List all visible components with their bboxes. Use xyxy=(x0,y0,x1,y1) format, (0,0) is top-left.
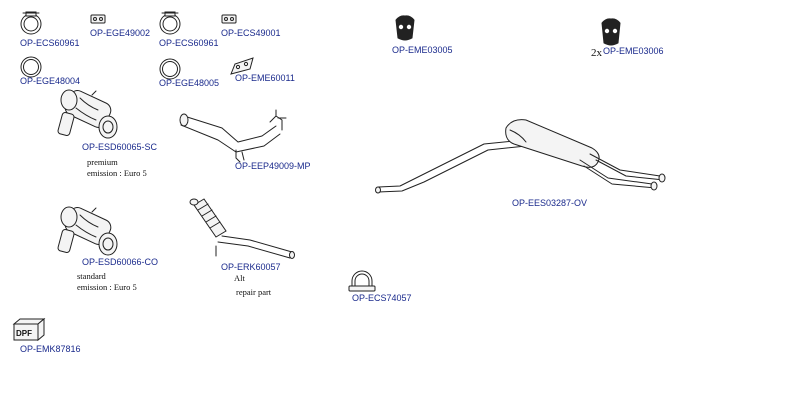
part-note-standard: standard xyxy=(77,271,106,281)
ring-gasket-icon xyxy=(20,56,42,78)
part-code-ege48005[interactable]: OP-EGE48005 xyxy=(159,78,220,88)
clamp-ring-icon xyxy=(20,11,42,35)
clamp-ring-icon xyxy=(159,11,181,35)
part-code-eep49009[interactable]: OP-EEP49009-MP xyxy=(235,161,311,171)
part-code-emk87816[interactable]: OP-EMK87816 xyxy=(20,344,81,354)
part-note-alt: Alt xyxy=(234,273,245,283)
dpf-catalyst-icon xyxy=(57,206,118,256)
gasket-plate-icon xyxy=(90,14,106,24)
part-note-premium: premium xyxy=(87,157,118,167)
u-clamp-icon xyxy=(348,270,376,292)
part-note-emission-premium: emission : Euro 5 xyxy=(87,168,147,178)
dpf-catalyst-icon xyxy=(57,89,118,139)
part-code-eme03005[interactable]: OP-EME03005 xyxy=(392,45,453,55)
rubber-hanger-icon xyxy=(601,18,621,46)
part-code-esd60066[interactable]: OP-ESD60066-CO xyxy=(82,257,159,267)
part-code-ege48004[interactable]: OP-EGE48004 xyxy=(20,76,81,86)
part-code-ecs49001[interactable]: OP-ECS49001 xyxy=(221,28,281,38)
flex-pipe-icon xyxy=(189,198,295,259)
part-code-ees03287[interactable]: OP-EES03287-OV xyxy=(512,198,588,208)
dpf-box-label: DPF xyxy=(16,329,32,338)
part-code-ecs74057[interactable]: OP-ECS74057 xyxy=(352,293,412,303)
part-code-eme60011[interactable]: OP-EME60011 xyxy=(235,73,295,83)
part-code-eme03006[interactable]: OP-EME03006 xyxy=(603,46,664,56)
front-pipe-icon xyxy=(179,109,287,163)
part-code-ege49002[interactable]: OP-EGE49002 xyxy=(90,28,151,38)
gasket-plate-icon xyxy=(221,14,237,24)
part-note-emission-standard: emission : Euro 5 xyxy=(77,282,137,292)
ring-gasket-icon xyxy=(159,58,181,80)
rubber-hanger-icon xyxy=(395,15,415,41)
quantity-label: 2x xyxy=(591,47,602,59)
part-code-erk60057[interactable]: OP-ERK60057 xyxy=(221,262,281,272)
mounting-bracket-icon xyxy=(230,57,254,75)
part-code-ecs60961-a[interactable]: OP-ECS60961 xyxy=(20,38,80,48)
part-note-repair-part: repair part xyxy=(236,287,272,297)
part-code-esd60065[interactable]: OP-ESD60065-SC xyxy=(82,142,158,152)
rear-silencer-icon xyxy=(375,119,666,194)
part-code-ecs60961-b[interactable]: OP-ECS60961 xyxy=(159,38,219,48)
dpf-box-icon: DPF xyxy=(12,317,46,342)
